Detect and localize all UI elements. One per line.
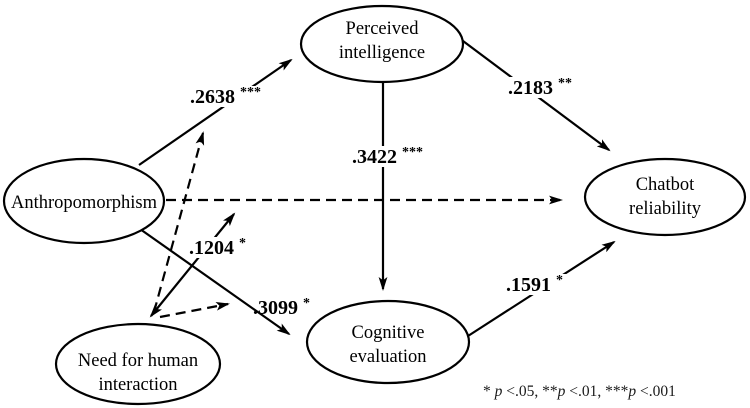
note-text: <.001 xyxy=(636,383,676,400)
note-p: p xyxy=(627,383,636,400)
node-anthropomorphism: Anthropomorphism xyxy=(2,157,166,245)
edge-need-to-direct-path xyxy=(149,212,236,318)
cognitive-label-line2: evaluation xyxy=(349,347,426,367)
need-label-line2: interaction xyxy=(98,375,177,395)
coef-value: .3422 xyxy=(352,146,397,168)
coef-stars: *** xyxy=(402,145,423,160)
cognitive-label-line1: Cognitive xyxy=(352,323,425,343)
note-stars: ** xyxy=(542,383,558,400)
edge-need-to-anthro-cognitive-path xyxy=(159,301,230,319)
note-p: p xyxy=(557,383,566,400)
svg-text:.3099 *: .3099 * xyxy=(253,296,310,319)
coef-value: .2638 xyxy=(190,86,235,108)
cognitive-oval xyxy=(305,299,471,385)
svg-text:.2638 ***: .2638 *** xyxy=(190,85,261,108)
coef-perceived-chatbot: .2183 ** xyxy=(504,76,576,99)
chatbot-label-line1: Chatbot xyxy=(636,175,695,195)
significance-note: * p <.05, **p <.01, ***p <.001 xyxy=(483,383,676,400)
node-need-for-human-interaction: Need for human interaction xyxy=(54,322,222,406)
chatbot-label-line2: reliability xyxy=(629,199,702,219)
coef-value: .3099 xyxy=(253,297,298,319)
coef-stars: * xyxy=(556,273,563,288)
coef-stars: ** xyxy=(558,76,572,91)
edge-anthro-to-perceived xyxy=(138,58,293,166)
anthropomorphism-oval xyxy=(2,157,166,245)
coef-bg xyxy=(186,86,262,107)
chatbot-oval xyxy=(583,157,747,237)
svg-text:.2183 **: .2183 ** xyxy=(508,76,572,99)
need-oval xyxy=(54,322,222,406)
note-text: <.05, xyxy=(502,383,542,400)
coef-bg xyxy=(185,237,249,258)
perceived-label-line2: intelligence xyxy=(339,43,425,63)
coef-stars: * xyxy=(303,296,310,311)
node-chatbot-reliability: Chatbot reliability xyxy=(583,157,747,237)
coef-bg xyxy=(348,146,426,167)
coef-value: .1204 xyxy=(189,237,234,259)
coef-value: .1591 xyxy=(506,274,551,296)
coef-stars: * xyxy=(239,236,246,251)
perceived-label-line1: Perceived xyxy=(346,19,420,39)
node-cognitive-evaluation: Cognitive evaluation xyxy=(305,299,471,385)
coef-anthro-perceived: .2638 *** xyxy=(186,85,262,108)
coef-bg xyxy=(502,274,570,295)
node-perceived-intelligence: Perceived intelligence xyxy=(299,4,465,84)
note-stars: * xyxy=(483,383,495,400)
coef-value: .2183 xyxy=(508,77,553,99)
coef-anthro-cognitive: .3099 * xyxy=(253,296,310,319)
svg-text:.1204 *: .1204 * xyxy=(189,236,246,259)
anthropomorphism-label: Anthropomorphism xyxy=(11,193,158,213)
coef-cognitive-chatbot: .1591 * xyxy=(502,273,570,296)
coef-need-direct-path: .1204 * xyxy=(185,236,249,259)
perceived-oval xyxy=(299,4,465,84)
coef-bg xyxy=(504,77,576,98)
need-label-line1: Need for human xyxy=(78,351,198,371)
edge-need-to-anthro-perceived-path xyxy=(152,131,205,313)
coef-perceived-cognitive: .3422 *** xyxy=(348,145,426,168)
svg-text:.3422 ***: .3422 *** xyxy=(352,145,423,168)
note-stars: *** xyxy=(605,383,629,400)
svg-text:.1591 *: .1591 * xyxy=(506,273,563,296)
note-p: p xyxy=(494,383,503,400)
note-text: <.01, xyxy=(565,383,605,400)
coef-stars: *** xyxy=(240,85,261,100)
